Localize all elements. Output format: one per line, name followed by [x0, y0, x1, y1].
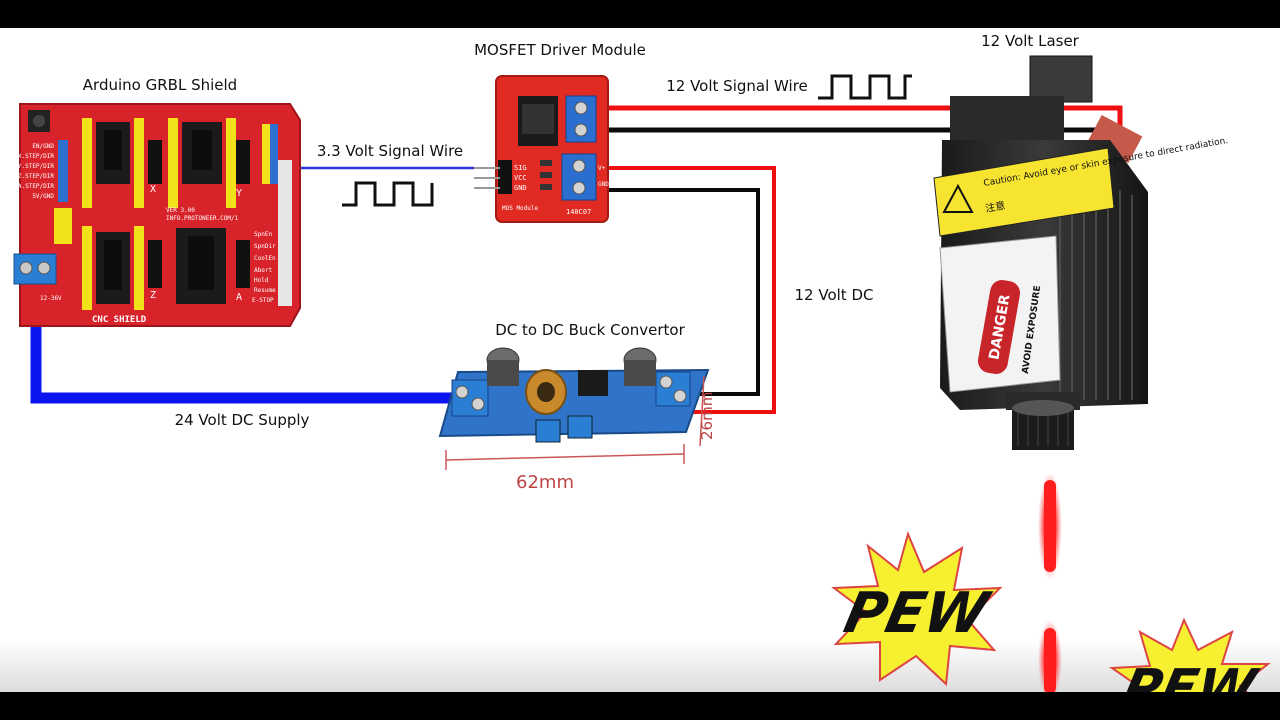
svg-text:5V/GND: 5V/GND [32, 193, 54, 200]
laser-module: Caution: Avoid eye or skin exposure to d… [933, 55, 1229, 450]
pin-labels: EN/GND X.STEP/DIR Y.STEP/DIR Z.STEP/DIR … [18, 143, 55, 200]
blue-header [58, 140, 68, 202]
mosfet-driver-module: V+ GND SIG VCC GND MOS Module 140C07 [474, 75, 609, 223]
header-yellow [226, 118, 236, 208]
header-yellow [82, 118, 92, 208]
laser-warning-icon [942, 183, 974, 213]
mosfet-title: MOSFET Driver Module [474, 41, 646, 59]
header-yellow [82, 226, 92, 310]
danger-badge [977, 280, 1021, 374]
jumper-block [148, 140, 162, 184]
svg-text:GND: GND [514, 184, 527, 192]
supply-24v-label: 24 Volt DC Supply [175, 411, 310, 429]
svg-text:X: X [150, 184, 156, 195]
buck-title: DC to DC Buck Convertor [495, 321, 685, 339]
svg-text:MOS Module: MOS Module [502, 205, 539, 212]
svg-text:VER 3.00: VER 3.00 [166, 207, 195, 214]
diagram-canvas: EN/GND X.STEP/DIR Y.STEP/DIR Z.STEP/DIR … [0, 28, 1280, 692]
square-wave-3v3-icon [342, 181, 434, 207]
svg-text:SpnDir: SpnDir [254, 243, 276, 250]
width-dimension-line [445, 453, 685, 461]
svg-text:Y.STEP/DIR: Y.STEP/DIR [18, 163, 55, 170]
jumper-cluster [54, 208, 72, 244]
pew-burst: PEW [831, 530, 1003, 687]
buck-output-terminal [655, 371, 691, 407]
endstop-header-blue [270, 124, 278, 184]
svg-text:PEW: PEW [839, 581, 996, 646]
svg-text:Resume: Resume [254, 287, 276, 294]
svg-text:SIG: SIG [514, 164, 527, 172]
right-labels: SpnEn SpnDir CoolEn Abort Hold Resume E-… [252, 231, 276, 304]
caution-label [933, 147, 1115, 237]
svg-text:VCC: VCC [514, 174, 527, 182]
svg-text:Y: Y [236, 188, 242, 199]
svg-text:Hold: Hold [254, 277, 269, 284]
laser-beam [1038, 472, 1062, 692]
header-yellow [134, 226, 144, 310]
svg-text:EN/GND: EN/GND [32, 143, 54, 150]
header-yellow [168, 118, 178, 208]
square-wave-12v-icon [818, 74, 912, 100]
jumper-block [148, 240, 162, 288]
svg-text:INFO.PROTONEER.COM/1: INFO.PROTONEER.COM/1 [166, 215, 239, 222]
mosfet-pin-header [498, 160, 512, 194]
svg-text:注意: 注意 [984, 199, 1006, 215]
svg-text:Z.STEP/DIR: Z.STEP/DIR [18, 173, 55, 180]
arduino-shield-title: Arduino GRBL Shield [83, 76, 237, 94]
svg-text:X.STEP/DIR: X.STEP/DIR [18, 153, 55, 160]
height-dimension-line [699, 375, 705, 447]
svg-text:CoolEn: CoolEn [254, 255, 276, 262]
dc-12v-label: 12 Volt DC [795, 286, 874, 304]
svg-text:12-36V: 12-36V [40, 295, 62, 302]
svg-text:V+: V+ [598, 165, 606, 172]
arduino-cnc-shield: EN/GND X.STEP/DIR Y.STEP/DIR Z.STEP/DIR … [13, 103, 301, 327]
svg-text:Z: Z [150, 290, 156, 301]
buck-input-terminal [451, 379, 489, 417]
header-yellow [134, 118, 144, 208]
potentiometer [567, 415, 593, 439]
svg-text:Abort: Abort [254, 267, 272, 274]
pew-burst: PEW [1109, 617, 1271, 692]
burst-star-icon [1109, 617, 1271, 692]
laser-title: 12 Volt Laser [981, 32, 1080, 50]
jumper-block [236, 140, 250, 184]
floor-shadow [0, 640, 1280, 692]
dc-12v-red-wire [604, 166, 776, 414]
signal-12v-label: 12 Volt Signal Wire [666, 77, 808, 95]
potentiometer [535, 419, 561, 443]
signal-3v3-label: 3.3 Volt Signal Wire [317, 142, 463, 160]
height-dimension: 26mm [698, 392, 716, 440]
svg-text:CNC SHIELD: CNC SHIELD [92, 315, 147, 325]
width-dimension: 62mm [516, 472, 574, 493]
ic-chip [578, 370, 608, 396]
svg-text:140C07: 140C07 [566, 208, 591, 216]
laser-fan [1029, 55, 1093, 103]
buck-converter: 62mm 26mm [438, 347, 716, 493]
burst-star-icon [831, 530, 1003, 687]
svg-text:SpnEn: SpnEn [254, 231, 272, 238]
svg-text:A: A [236, 292, 242, 303]
svg-text:GND: GND [598, 181, 609, 188]
laser-connector [1087, 114, 1143, 164]
svg-text:A.STEP/DIR: A.STEP/DIR [18, 183, 55, 190]
jumper-block [236, 240, 250, 288]
svg-text:E-STOP: E-STOP [252, 297, 274, 304]
laser-top-cap [950, 96, 1064, 146]
dc-12v-black-wire [604, 188, 760, 396]
svg-text:PEW: PEW [1117, 659, 1264, 692]
wiring-diagram: EN/GND X.STEP/DIR Y.STEP/DIR Z.STEP/DIR … [0, 32, 1280, 692]
endstop-header-yellow [262, 124, 270, 184]
endstop-header-white [278, 160, 292, 306]
